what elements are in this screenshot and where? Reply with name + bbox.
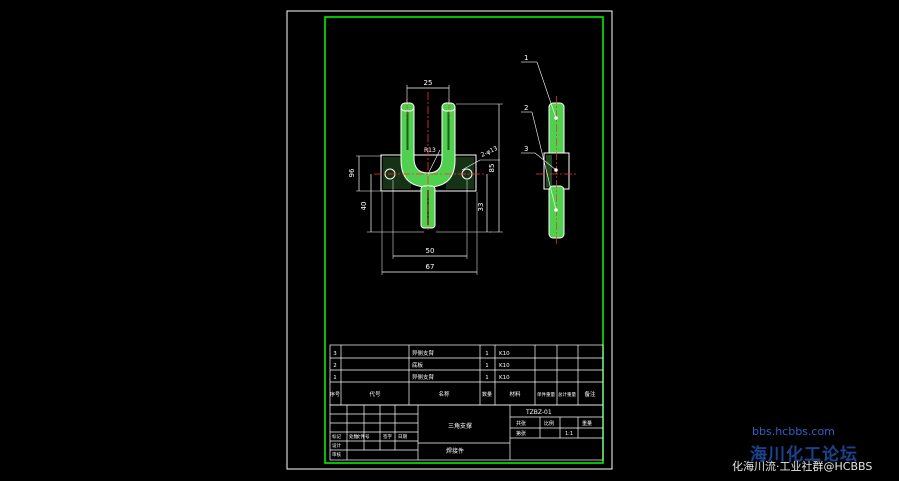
rev-design: 设计 <box>332 442 341 449</box>
rev-file: 文件号 <box>356 433 370 440</box>
label-weight: 重量 <box>582 420 592 427</box>
rev-count: 处数 <box>349 433 358 440</box>
dim-25-text: 25 <box>424 79 433 87</box>
title-block <box>329 404 604 461</box>
dimension-50: 50 <box>392 180 468 259</box>
dim-hole-text: 2-φ13 <box>480 145 499 159</box>
sheet-outer-frame <box>286 10 613 470</box>
bom-row-2-qty: 1 <box>485 363 489 369</box>
rev-sign: 签字 <box>383 433 392 440</box>
dimension-96: 96 <box>348 155 382 192</box>
rev-date: 日期 <box>398 434 407 440</box>
bom-row-3-name: 异侧支臂 <box>412 373 435 381</box>
label-scale: 比例 <box>544 420 554 427</box>
bom-header-no: 序号 <box>330 391 340 398</box>
bom-header-qty: 数量 <box>482 391 492 398</box>
bom-row-3-no: 1 <box>333 375 337 381</box>
label-sheet-count: 共张 <box>516 420 526 427</box>
drawing-border <box>324 16 604 464</box>
bom-header-unit-weight: 单件重量 <box>537 391 555 398</box>
bom-row-2-no: 2 <box>333 363 337 369</box>
drawing-number: TZBZ-01 <box>525 409 552 416</box>
side-view: 1 2 3 <box>521 54 578 244</box>
watermark-url: bbs.hcbbs.com <box>752 425 835 438</box>
dim-r-text: R13 <box>424 147 436 154</box>
bom-header-total-weight: 总计重量 <box>558 391 576 398</box>
dim-96-text: 96 <box>348 168 356 177</box>
dimension-40: 40 <box>360 174 424 233</box>
dimension-85: 85 <box>456 103 503 233</box>
balloon-3: 3 <box>524 145 528 153</box>
scale-value: 1:1 <box>565 431 573 437</box>
dim-67-text: 67 <box>426 263 435 271</box>
bom-row-3-qty: 1 <box>485 375 489 381</box>
dimension-67: 67 <box>381 192 478 275</box>
bom-row-1-mat: K10 <box>499 351 510 357</box>
bill-of-materials <box>329 344 604 406</box>
bom-row-2-mat: K10 <box>499 363 510 369</box>
dim-50-text: 50 <box>426 247 435 255</box>
bom-row-1-no: 3 <box>333 351 337 357</box>
rev-mark: 标记 <box>332 433 341 440</box>
dim-33-text: 33 <box>477 203 485 212</box>
balloon-2: 2 <box>524 104 528 112</box>
balloon-1: 1 <box>524 54 528 62</box>
title-block-text: TZBZ-01 三角支撑 焊接件 共张 比例 重量 第张 1:1 标记 处数 文… <box>332 409 592 458</box>
bom-row-3-mat: K10 <box>499 375 510 381</box>
label-sheet-no: 第张 <box>516 430 526 437</box>
watermark-caption: 化海川流·工业社群@HCBBS <box>732 460 873 473</box>
rev-review: 审核 <box>332 451 341 458</box>
bom-header-remark: 备注 <box>584 390 596 398</box>
part-name: 三角支撑 <box>448 422 472 430</box>
bom-header-mat: 材料 <box>509 390 521 398</box>
dim-85-text: 85 <box>488 164 496 173</box>
assembly-type: 焊接件 <box>446 447 464 455</box>
dimension-33: 33 <box>436 174 491 233</box>
watermark-logo: 海川化工论坛 <box>750 445 858 465</box>
bom-row-1-name: 异侧支臂 <box>412 349 435 357</box>
bom-text: 3 异侧支臂 1 K10 2 底板 1 K10 1 异侧支臂 1 K10 序号 … <box>330 349 596 398</box>
bom-header-code: 代号 <box>369 390 381 398</box>
bom-row-2-name: 底板 <box>412 361 424 369</box>
dim-40-text: 40 <box>360 202 368 211</box>
bom-header-name: 名称 <box>438 390 450 398</box>
bom-row-1-qty: 1 <box>485 351 489 357</box>
radius-callout: R13 <box>424 147 441 175</box>
dimension-25: 25 <box>406 79 450 104</box>
front-view: 25 50 67 40 96 <box>348 79 503 275</box>
